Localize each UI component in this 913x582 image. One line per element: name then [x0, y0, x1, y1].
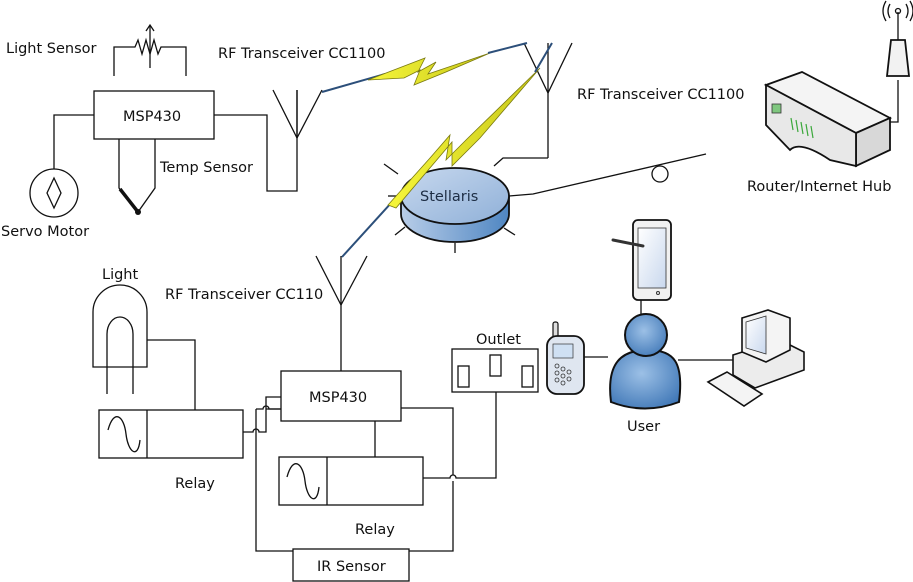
user-label: User — [627, 419, 660, 435]
light-bulb-icon — [92, 284, 148, 394]
wireless-link-icon-top — [321, 42, 528, 93]
ir-sensor-label: IR Sensor — [317, 559, 386, 575]
rf-transceiver-bottom-label: RF Transceiver CC110 — [165, 287, 323, 303]
antenna-icon-bottom — [315, 255, 368, 371]
msp-to-rf-wire — [214, 90, 298, 192]
servo-motor-label: Servo Motor — [1, 224, 89, 240]
outlet-icon — [451, 348, 539, 393]
antenna-icon-top-right — [523, 42, 573, 158]
light-sensor-icon — [113, 23, 187, 76]
relay-left-wires — [243, 396, 293, 552]
desktop-computer-icon — [706, 309, 805, 407]
antenna-to-stellaris-wire — [493, 157, 548, 167]
light-label: Light — [102, 267, 139, 283]
relay-right-icon — [278, 456, 424, 506]
servo-motor-icon — [29, 168, 79, 218]
temp-sensor-label: Temp Sensor — [159, 160, 253, 176]
servo-wire — [53, 114, 94, 169]
light-to-relay-wire — [147, 339, 196, 410]
msp430-top-label: MSP430 — [123, 109, 181, 125]
light-sensor-label: Light Sensor — [6, 41, 97, 57]
bottom-right-wires — [401, 384, 497, 552]
temp-sensor-icon — [118, 139, 156, 215]
connector-node — [651, 165, 669, 183]
msp430-bottom-box — [280, 370, 402, 422]
tablet-icon — [611, 219, 672, 301]
wireless-link-icon-diagonal — [341, 42, 553, 258]
user-icon — [609, 313, 682, 410]
mobile-phone-icon — [546, 321, 585, 395]
msp430-bottom-label: MSP430 — [309, 390, 367, 406]
antenna-icon-top-left — [272, 89, 323, 140]
rf-transceiver-top-right-label: RF Transceiver CC1100 — [577, 87, 745, 103]
relay-left-icon — [98, 409, 244, 459]
outlet-label: Outlet — [476, 332, 521, 348]
rf-transceiver-top-left-label: RF Transceiver CC1100 — [218, 46, 386, 62]
router-label: Router/Internet Hub — [747, 179, 891, 195]
relay-right-label: Relay — [355, 522, 395, 538]
stellaris-icon — [383, 163, 516, 253]
ir-sensor-box — [292, 548, 410, 582]
stellaris-label: Stellaris — [420, 189, 478, 205]
stellaris-to-router-wire — [508, 153, 707, 197]
relay-left-label: Relay — [175, 476, 215, 492]
router-icon — [763, 0, 913, 168]
